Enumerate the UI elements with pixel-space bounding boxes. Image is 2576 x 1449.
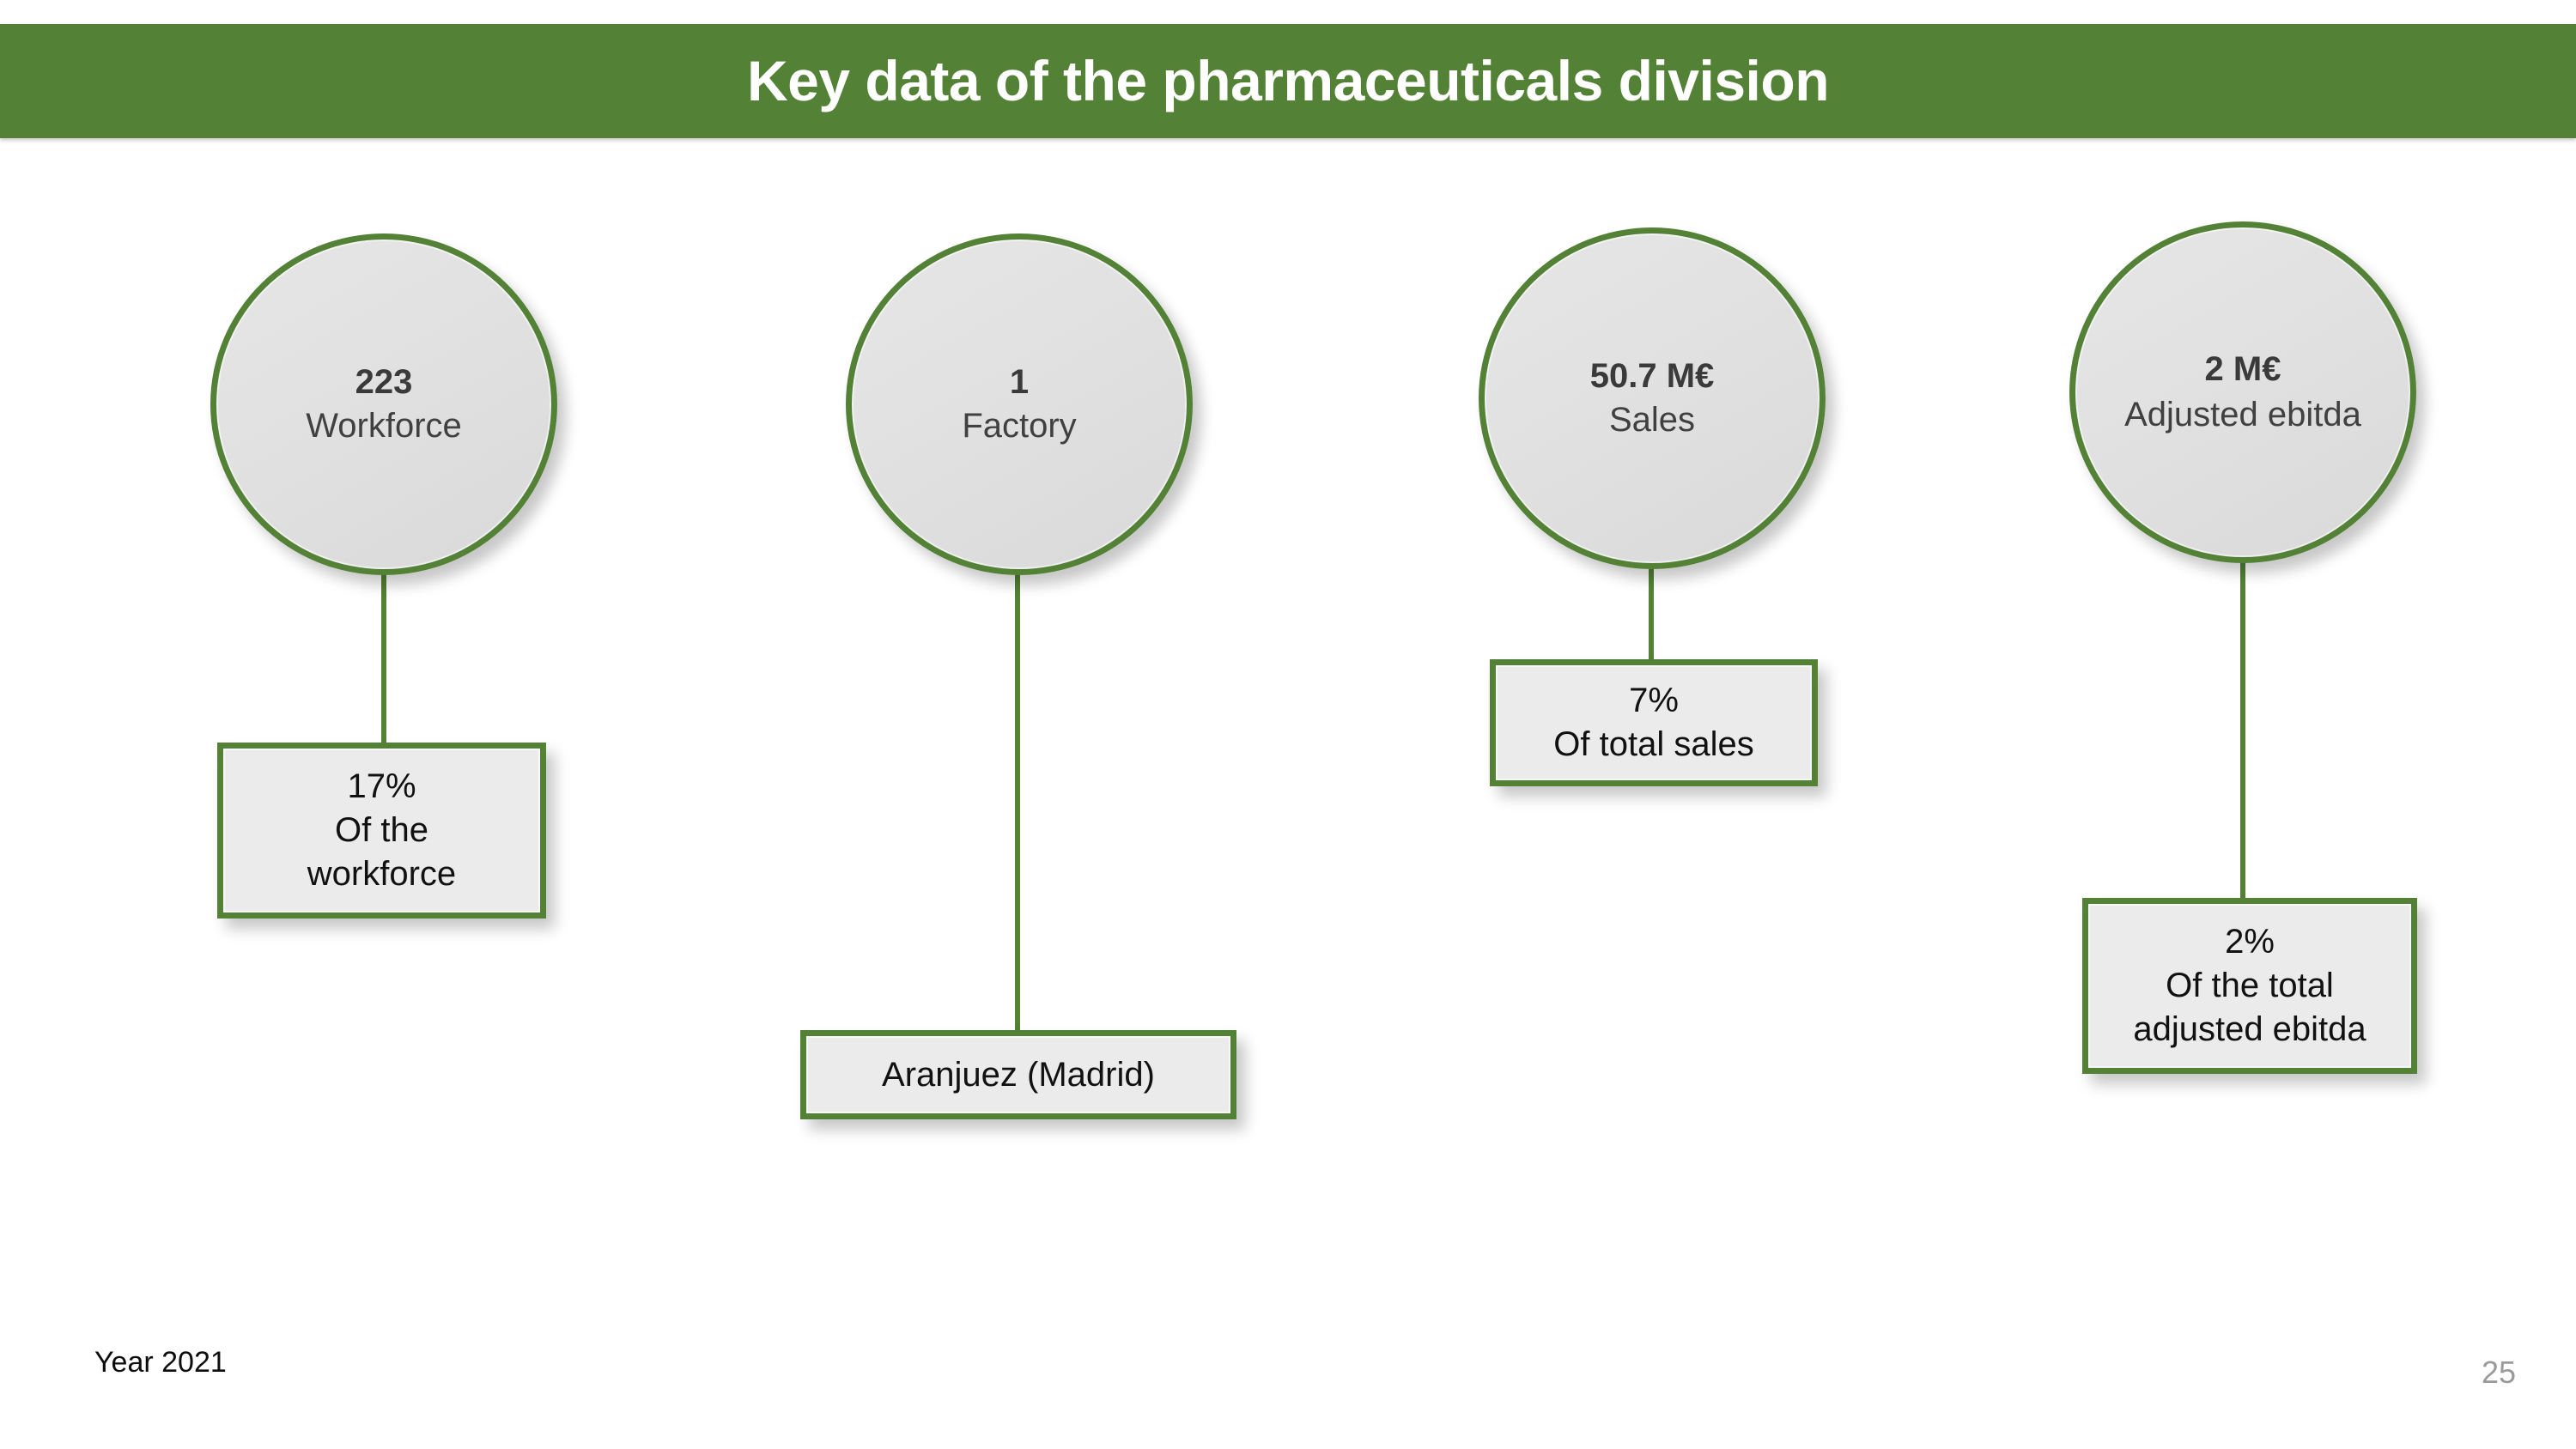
- page-number: 25: [2482, 1355, 2517, 1390]
- kpi-box-workforce[interactable]: 17% Of the workforce: [217, 743, 546, 919]
- kpi-box-line: Of the: [335, 811, 428, 850]
- kpi-circle-factory[interactable]: 1 Factory: [846, 233, 1193, 575]
- kpi-box-line: 7%: [1629, 682, 1679, 720]
- kpi-circle-value: 1: [1009, 362, 1030, 401]
- connector-line-sales: [1649, 545, 1654, 674]
- kpi-circle-label: Adjusted ebitda: [2124, 395, 2361, 433]
- connector-line-workforce: [381, 549, 386, 755]
- kpi-box-line: adjusted ebitda: [2133, 1009, 2366, 1048]
- kpi-circle-value: 2 M€: [2204, 350, 2281, 389]
- kpi-box-line: Of the total: [2166, 967, 2334, 1005]
- kpi-box-line: 2%: [2225, 923, 2275, 961]
- kpi-box-line: Aranjuez (Madrid): [882, 1055, 1155, 1094]
- kpi-circle-sales[interactable]: 50.7 M€ Sales: [1479, 227, 1826, 569]
- kpi-circle-adjusted-ebitda[interactable]: 2 M€ Adjusted ebitda: [2069, 221, 2416, 563]
- kpi-circle-label: Workforce: [306, 407, 462, 445]
- kpi-box-line: workforce: [307, 854, 457, 893]
- connector-line-factory: [1015, 549, 1020, 1043]
- footer-year-note: Year 2021: [94, 1346, 227, 1379]
- page-title: Key data of the pharmaceuticals division: [746, 49, 1830, 112]
- title-banner: Key data of the pharmaceuticals division: [0, 24, 2576, 138]
- kpi-box-factory[interactable]: Aranjuez (Madrid): [800, 1030, 1236, 1119]
- kpi-box-line: 17%: [347, 767, 416, 806]
- kpi-circle-label: Sales: [1608, 401, 1696, 439]
- kpi-circle-label: Factory: [962, 407, 1077, 445]
- kpi-box-sales[interactable]: 7% Of total sales: [1490, 659, 1818, 786]
- kpi-circle-value: 223: [355, 362, 413, 401]
- kpi-box-adjusted-ebitda[interactable]: 2% Of the total adjusted ebitda: [2082, 898, 2417, 1074]
- connector-line-adjusted-ebitda: [2240, 537, 2245, 901]
- kpi-circle-workforce[interactable]: 223 Workforce: [210, 233, 557, 575]
- kpi-circle-value: 50.7 M€: [1589, 356, 1715, 395]
- kpi-box-line: Of total sales: [1553, 725, 1754, 763]
